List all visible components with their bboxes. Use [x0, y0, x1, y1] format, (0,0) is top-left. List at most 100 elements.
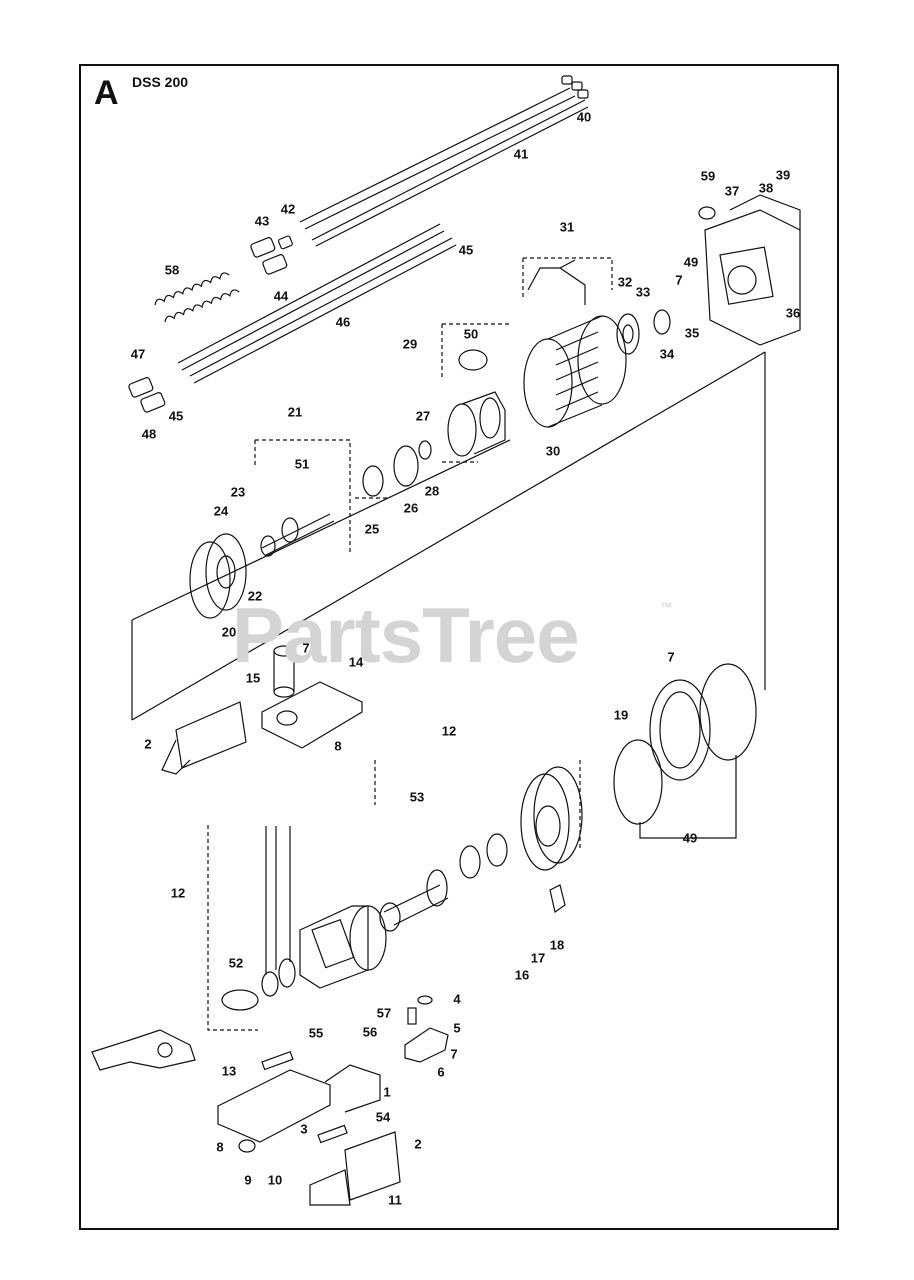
spring-58	[154, 272, 240, 323]
callout-59: 59	[700, 168, 716, 184]
rod-end-nuts	[561, 75, 589, 99]
callout-44: 44	[273, 288, 289, 304]
callout-49b: 49	[682, 830, 698, 846]
rod-46	[189, 237, 457, 384]
bearing-25	[362, 465, 384, 497]
callout-1: 1	[383, 1084, 391, 1100]
callout-46: 46	[335, 314, 351, 330]
callout-12a: 12	[441, 723, 457, 739]
callout-49a: 49	[683, 254, 699, 270]
ring-49	[699, 663, 757, 761]
callout-10: 10	[267, 1172, 283, 1188]
callout-57: 57	[376, 1005, 392, 1021]
flange-20	[189, 533, 247, 619]
callout-50: 50	[463, 326, 479, 342]
ring-52b	[278, 958, 296, 988]
callout-4: 4	[453, 991, 461, 1007]
callout-40: 40	[576, 109, 592, 125]
dashed-groups	[207, 257, 613, 1031]
ring-52a	[261, 971, 279, 997]
callout-15: 15	[245, 670, 261, 686]
callout-23: 23	[230, 484, 246, 500]
callout-25: 25	[364, 521, 380, 537]
callout-45b: 45	[168, 408, 184, 424]
rod-40	[299, 87, 576, 230]
callout-26: 26	[403, 500, 419, 516]
seal-ring-a	[459, 845, 481, 879]
callout-48: 48	[141, 426, 157, 442]
callout-52: 52	[228, 955, 244, 971]
callout-8b: 8	[216, 1139, 224, 1155]
callout-8a: 8	[334, 738, 342, 754]
bearing-26	[393, 445, 419, 487]
callout-30: 30	[545, 443, 561, 459]
coupler-47	[128, 377, 166, 413]
gear-housing-36	[698, 194, 801, 346]
callout-56: 56	[362, 1024, 378, 1040]
seal-ring-b	[486, 833, 508, 867]
disc-53	[520, 766, 583, 871]
callout-7c: 7	[667, 649, 675, 665]
rod-44	[177, 223, 445, 371]
callout-43: 43	[254, 213, 270, 229]
callout-19: 19	[613, 707, 629, 723]
clip-18	[549, 884, 566, 914]
callout-7b: 7	[302, 640, 310, 656]
watermark-tm: ™	[660, 600, 672, 614]
callout-38: 38	[758, 180, 774, 196]
lever-5	[404, 995, 449, 1063]
callout-32: 32	[617, 274, 633, 290]
pin-15	[273, 645, 295, 698]
callout-17: 17	[530, 950, 546, 966]
callout-42: 42	[280, 201, 296, 217]
coupler-43	[250, 235, 293, 275]
o-ring-27	[418, 440, 432, 460]
section-letter: A	[94, 74, 119, 112]
callout-51: 51	[294, 456, 310, 472]
shaft-23	[260, 513, 335, 557]
callout-7a: 7	[675, 272, 683, 288]
callout-27: 27	[415, 408, 431, 424]
callout-3: 3	[300, 1121, 308, 1137]
callout-2b: 2	[414, 1136, 422, 1152]
cylinder-body	[299, 905, 387, 989]
callout-36: 36	[785, 305, 801, 321]
callout-14: 14	[348, 654, 364, 670]
callout-55: 55	[308, 1025, 324, 1041]
callout-47: 47	[130, 346, 146, 362]
rod-41	[311, 99, 589, 247]
callout-16: 16	[514, 967, 530, 983]
ring-32	[616, 313, 640, 355]
gear-34	[653, 309, 671, 335]
callout-53: 53	[409, 789, 425, 805]
callout-7d: 7	[450, 1046, 458, 1062]
callout-34: 34	[659, 346, 675, 362]
callout-18: 18	[549, 937, 565, 953]
callout-24: 24	[213, 503, 229, 519]
callout-2a: 2	[144, 736, 152, 752]
callout-35: 35	[684, 325, 700, 341]
drum-30	[523, 315, 627, 428]
callout-37: 37	[724, 183, 740, 199]
main-shaft	[379, 869, 449, 932]
callout-33: 33	[635, 284, 651, 300]
motor-29	[447, 349, 506, 457]
plate-8	[261, 681, 363, 749]
watermark: PartsTree	[232, 591, 580, 679]
diagram-frame	[79, 64, 839, 1230]
callout-41: 41	[513, 146, 529, 162]
callout-54: 54	[375, 1109, 391, 1125]
ring-19	[649, 679, 711, 781]
callout-9: 9	[244, 1172, 252, 1188]
cover-31	[527, 259, 586, 305]
callout-22: 22	[247, 588, 263, 604]
bracket-2	[161, 701, 247, 775]
washer-9	[238, 1139, 256, 1153]
model-label: DSS 200	[132, 74, 189, 90]
callout-6: 6	[437, 1064, 445, 1080]
callout-20: 20	[221, 624, 237, 640]
callout-31: 31	[559, 219, 575, 235]
plate-3	[217, 1050, 381, 1144]
callout-21: 21	[287, 404, 303, 420]
